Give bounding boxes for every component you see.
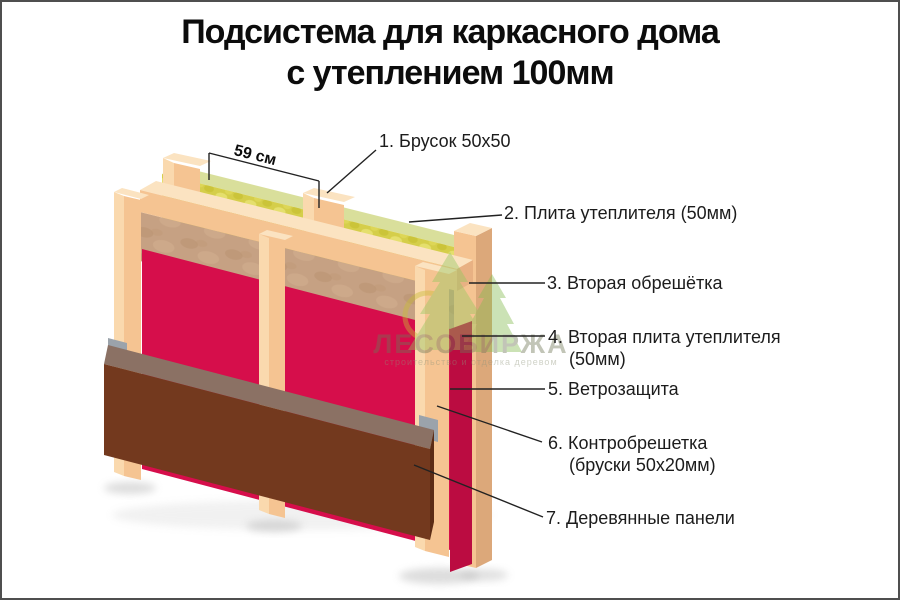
right-foot-shadow	[399, 568, 479, 584]
callout-insulation: 2. Плита утеплителя (50мм)	[504, 202, 737, 224]
callout-1-text: 1. Брусок 50x50	[379, 131, 511, 151]
logo-ring-icon	[402, 290, 454, 342]
callout-second-battens: 3. Вторая обрешётка	[547, 272, 723, 294]
leader-line-1	[326, 149, 377, 194]
callout-second-insulation: 4. Вторая плита утеплителя (50мм)	[548, 326, 781, 370]
logo-brand-text: ЛЕСОБИРЖА	[373, 329, 568, 359]
callout-brusok: 1. Брусок 50x50	[379, 130, 511, 152]
leader-line-6	[436, 405, 543, 443]
callout-5-text: 5. Ветрозащита	[548, 379, 679, 399]
middle-stud-top-face	[259, 230, 293, 240]
right-stud-top-face	[415, 262, 457, 274]
rail-top-face	[140, 181, 473, 269]
watermark-logo: ЛЕСОБИРЖА строительство и отделка дерево…	[373, 252, 568, 367]
second-insulation-board	[140, 212, 457, 340]
middle-foot-shadow	[246, 520, 302, 532]
leader-lines	[326, 149, 545, 518]
callout-wind-protection: 5. Ветрозащита	[548, 378, 679, 400]
right-column-top-face	[454, 223, 492, 236]
callout-4-text: 4. Вторая плита утеплителя	[548, 327, 781, 347]
callout-wooden-panels: 7. Деревянные панели	[546, 507, 735, 529]
leader-line-2	[408, 214, 503, 223]
callout-6-text-line2: (бруски 50x20мм)	[569, 455, 716, 475]
page-title-line1: Подсистема для каркасного дома	[181, 13, 720, 51]
callout-6-text: 6. Контробрешетка	[548, 433, 708, 453]
brusok-b-top-face	[303, 188, 355, 202]
panel-edge-face	[430, 430, 434, 540]
leader-line-7	[413, 464, 544, 518]
callout-counter-battens: 6. Контробрешетка (бруски 50x20мм)	[548, 432, 716, 476]
logo-pine-tree-small-icon	[462, 274, 522, 352]
column-foot-shadow	[460, 569, 508, 581]
callout-4-text-line2: (50мм)	[569, 349, 626, 369]
logo-tagline-text: строительство и отделка деревом	[384, 357, 557, 367]
rail-front-face	[140, 190, 457, 291]
left-foot-shadow	[104, 482, 156, 494]
dimension-line	[208, 152, 320, 182]
left-stud-top-face	[114, 188, 149, 199]
page-title: Подсистема для каркасного дома с утеплен…	[2, 12, 898, 94]
right-column-end-face	[476, 228, 492, 568]
second-insulation-texture	[140, 212, 457, 340]
wooden-panel	[104, 345, 434, 540]
callout-3-text: 3. Вторая обрешётка	[547, 273, 723, 293]
logo-pine-tree-icon	[408, 252, 492, 350]
callout-7-text: 7. Деревянные панели	[546, 508, 735, 528]
second-batten-rail	[140, 181, 473, 291]
panel-front-face	[104, 364, 430, 540]
panel-top-face	[104, 345, 434, 449]
membrane-edge-face	[450, 321, 472, 572]
brusok-a-top-face	[163, 153, 211, 166]
page-title-line2: с утеплением 100мм	[286, 54, 614, 92]
callout-2-text: 2. Плита утеплителя (50мм)	[504, 203, 738, 223]
